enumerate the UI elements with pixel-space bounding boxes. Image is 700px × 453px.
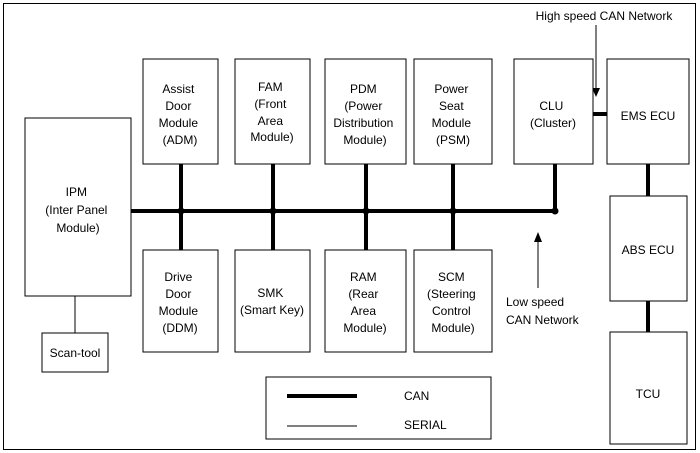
ipm-box — [24, 117, 132, 297]
smk-box — [234, 249, 311, 353]
bus-junction — [177, 207, 185, 215]
clu-box — [513, 58, 594, 165]
low-speed-can-label: Low speed CAN Network — [506, 295, 580, 327]
psm-box — [413, 58, 493, 165]
ems-ecu-label: EMS ECU — [621, 109, 676, 123]
legend-box — [265, 376, 492, 440]
tcu-label: TCU — [636, 387, 661, 401]
scm-label: SCM (Steering Control Module) — [427, 270, 479, 335]
bus-junction — [551, 207, 559, 215]
pdm-box — [324, 58, 407, 165]
adm-label: Assist Door Module (ADM) — [159, 82, 202, 147]
ems-ecu-box — [606, 58, 690, 165]
pdm-label: PDM (Power Distribution Module) — [333, 82, 396, 147]
scan-tool-box — [41, 332, 109, 373]
abs-ecu-label: ABS ECU — [622, 243, 675, 257]
smk-label: SMK (Smart Key) — [240, 286, 304, 317]
scm-box — [413, 249, 493, 353]
fam-box — [234, 58, 311, 165]
high-speed-can-label: High speed CAN Network — [536, 9, 674, 23]
bus-junction — [449, 207, 457, 215]
psm-label: Power Seat Module (PSM) — [432, 82, 475, 147]
low-speed-arrow-head — [534, 232, 542, 242]
ddm-label: Drive Door Module (DDM) — [159, 270, 202, 335]
bus-junction — [362, 207, 370, 215]
adm-box — [142, 58, 219, 165]
ipm-label: IPM (Inter Panel Module) — [45, 185, 110, 235]
legend-can-label: CAN — [404, 389, 429, 403]
clu-label: CLU (Cluster) — [530, 99, 576, 130]
tcu-box — [609, 331, 688, 445]
high-speed-arrow-head — [592, 88, 600, 97]
legend-serial-label: SERIAL — [404, 418, 447, 432]
ddm-box — [142, 249, 219, 353]
fam-label: FAM (Front Area Module) — [250, 80, 293, 144]
scan-tool-label: Scan-tool — [50, 346, 101, 360]
bus-junction — [269, 207, 277, 215]
ram-box — [324, 249, 407, 353]
abs-ecu-box — [609, 195, 688, 302]
ram-label: RAM (Rear Area Module) — [343, 270, 386, 335]
